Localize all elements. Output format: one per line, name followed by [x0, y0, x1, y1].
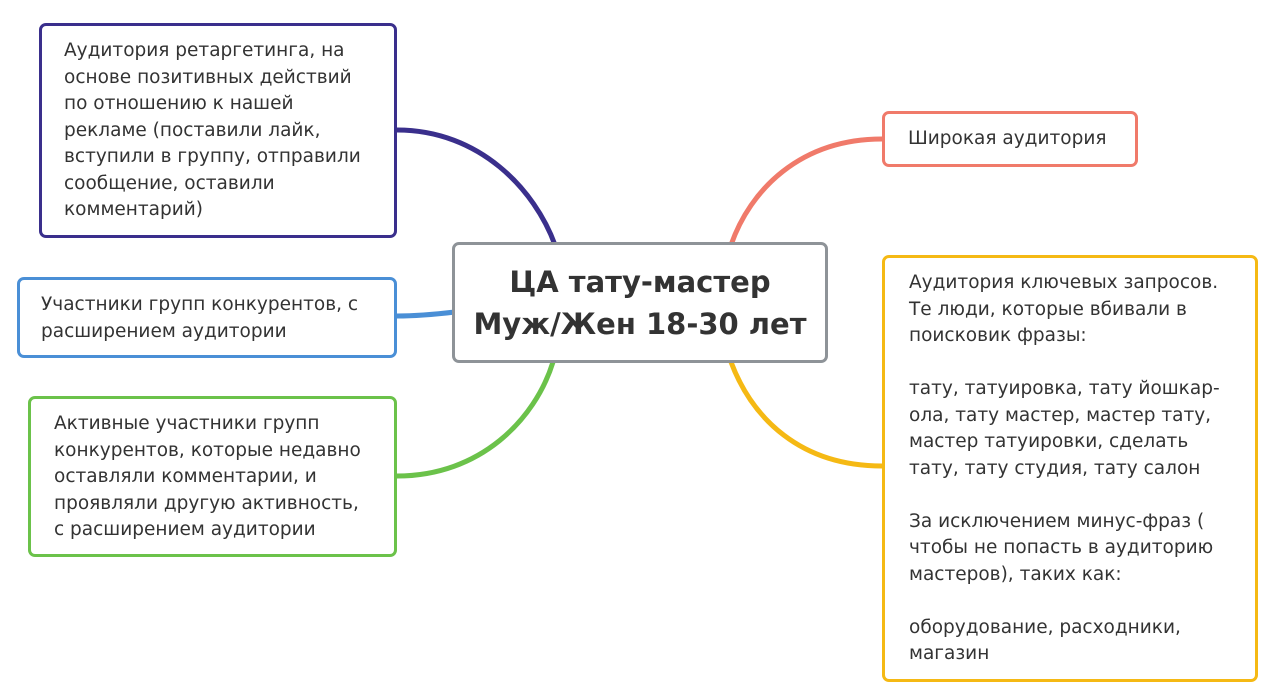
connector-broad [728, 136, 885, 248]
connector-competitors [394, 309, 458, 319]
node-retargeting-audience: Аудитория ретаргетинга, на основе позити… [39, 23, 397, 238]
node-broad-audience: Широкая аудитория [882, 111, 1138, 167]
central-topic: ЦА тату-мастер Муж/Жен 18-30 лет [452, 242, 828, 363]
node-competitor-group-members: Участники групп конкурентов, с расширени… [17, 277, 397, 358]
node-keyword-audience: Аудитория ключевых запросов. Те люди, ко… [882, 255, 1258, 682]
connector-active [394, 359, 556, 479]
connector-keywords [728, 359, 885, 469]
central-topic-title: ЦА тату-мастер Муж/Жен 18-30 лет [473, 264, 807, 341]
connector-retarget [394, 127, 558, 248]
node-active-competitor-members: Активные участники групп конкурентов, ко… [28, 396, 397, 557]
